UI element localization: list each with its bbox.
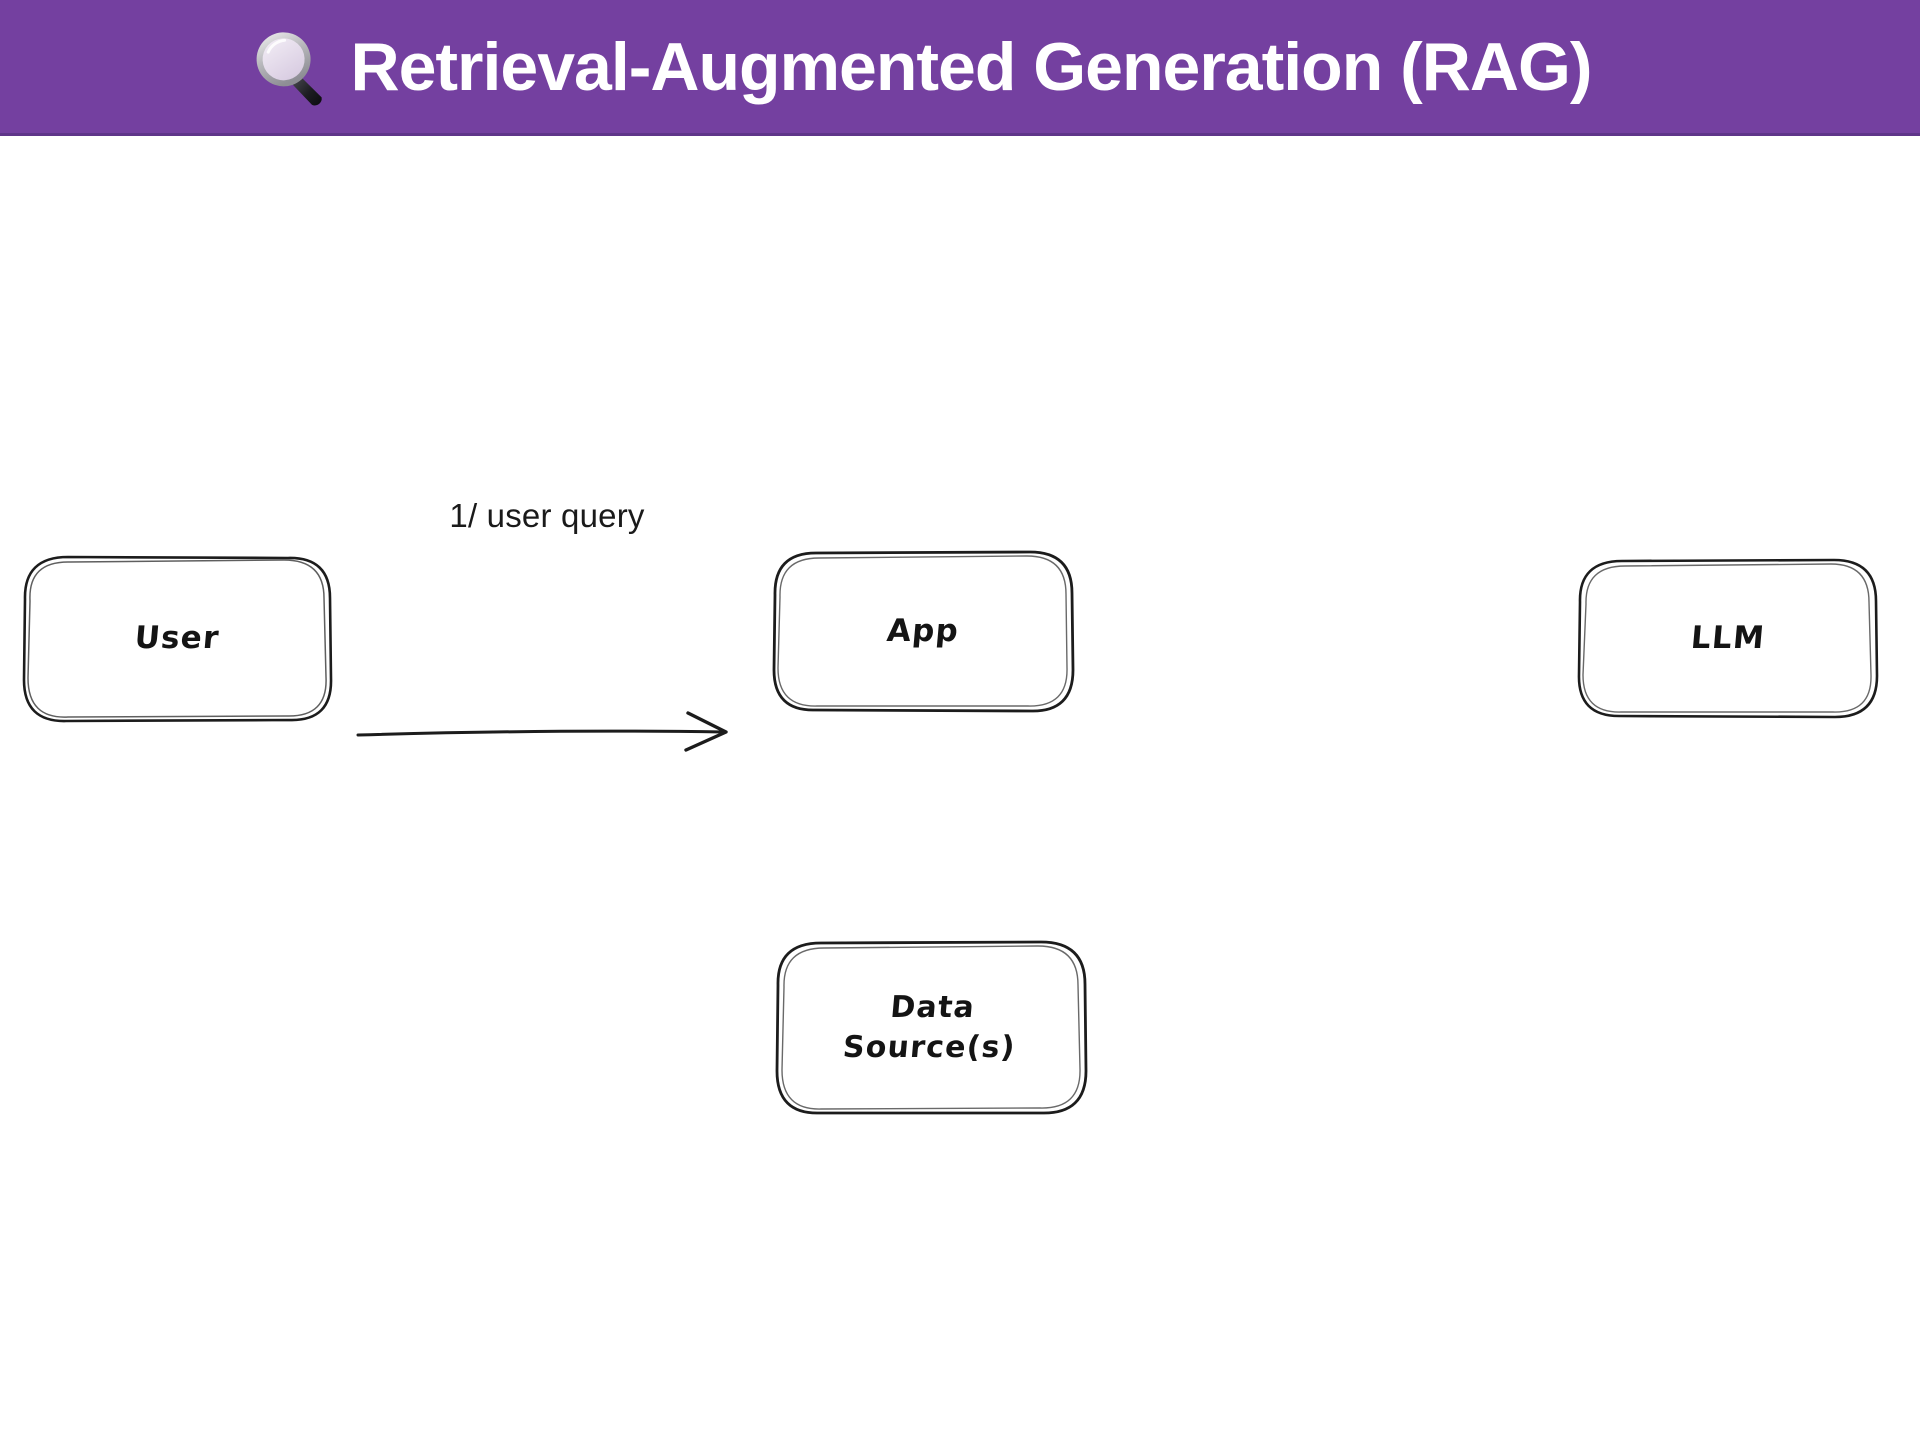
- page-title: Retrieval-Augmented Generation (RAG): [350, 28, 1592, 105]
- header-content: Retrieval-Augmented Generation (RAG): [248, 25, 1593, 109]
- page-header: Retrieval-Augmented Generation (RAG): [0, 0, 1920, 136]
- diagram-node-data-source-label: Data Source(s): [841, 989, 1018, 1065]
- diagram-node-user[interactable]: User: [22, 555, 333, 723]
- diagram-edge-label-user-query: 1/ user query: [449, 497, 645, 534]
- diagram-node-app-label: App: [885, 612, 961, 649]
- diagram-node-user-label: User: [133, 620, 222, 657]
- diagram-edge-user-to-app: [352, 560, 742, 752]
- diagram-node-app[interactable]: App: [772, 550, 1075, 713]
- magnifying-glass-icon: [248, 25, 332, 109]
- diagram-node-llm[interactable]: LLM: [1577, 558, 1879, 719]
- diagram-canvas: User App LLM Data Source(s) 1/ user quer…: [0, 136, 1920, 1440]
- diagram-node-data-source[interactable]: Data Source(s): [775, 940, 1088, 1116]
- diagram-node-llm-label: LLM: [1689, 619, 1767, 656]
